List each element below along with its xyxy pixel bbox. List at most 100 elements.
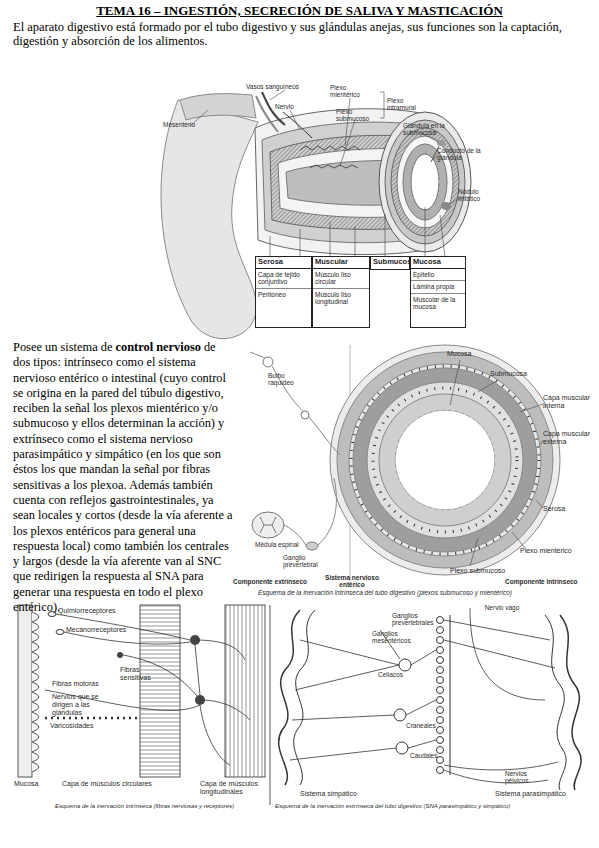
extrinsic-innervation-illustration: [279, 608, 581, 790]
body-paragraph: Posee un sistema decontrol nerviosode do…: [13, 340, 235, 615]
villi: [408, 150, 442, 214]
figure-label: Nervios que se dirigen a las glándulas: [52, 693, 114, 716]
gut-wall: [560, 615, 581, 790]
nucleus: [263, 357, 273, 367]
box-item: Muscular de la mucosa: [411, 294, 465, 313]
intestine-illustration: [161, 90, 471, 339]
neuron: [117, 652, 123, 658]
figure-label: Plexo intramural: [387, 97, 427, 112]
figure-label: Quimiorreceptores: [58, 607, 128, 615]
figure-label: Mesenterio: [163, 121, 213, 128]
box-item: Lámina propia: [411, 281, 465, 293]
figure-label: Conducto de la glándula: [437, 147, 482, 162]
leader-line: [450, 360, 543, 566]
ganglion: [399, 659, 411, 671]
receptor: [56, 630, 64, 635]
figure-label: Celiacos: [378, 671, 418, 678]
parasympathetic-fiber: [444, 608, 558, 783]
figure-label: Ganglio prevertebral: [283, 554, 328, 569]
figure-label: Vasos sanguíneos: [246, 83, 316, 90]
figure-label: Capa de músculos circulares: [62, 780, 172, 788]
figure-label: Glándula en la submucosa: [403, 122, 453, 137]
varicosities: [45, 717, 140, 720]
figure-label: Plexo mientérico: [520, 547, 590, 555]
longitudinal-muscle: [225, 605, 265, 777]
figure-label: Fibras sensitivas: [120, 666, 162, 682]
submucosa-ring: [367, 382, 523, 538]
section-label: Componente intrínseco: [505, 578, 595, 585]
intrinsic-fibres-illustration: [18, 605, 270, 805]
figure-label: Capa muscular interna: [543, 394, 593, 410]
leader-line: [190, 90, 462, 204]
mesentery: [180, 94, 256, 120]
blood-vessel: [256, 96, 278, 132]
gut-wall: [279, 610, 300, 785]
mucosa-band: [18, 605, 32, 777]
page-title: TEMA 16 – INGESTIÓN, SECRECIÓN DE SALIVA…: [0, 3, 599, 19]
box-item: Capa de tejido conjuntivo: [256, 269, 311, 289]
figure-caption: Esquema de la inervación intrínseca (fib…: [55, 803, 270, 810]
plexus-dots: [373, 388, 517, 532]
figure-label: Nervio: [275, 103, 315, 110]
gland: [437, 140, 445, 146]
figure-label: Mucosa: [447, 350, 487, 358]
figure-label: Capa de músculos longitudinales: [200, 780, 268, 796]
section-label: Componente extrínseco: [233, 578, 323, 585]
box-item: Músculo liso circular: [313, 269, 369, 289]
ganglion-chain: [437, 617, 444, 774]
lymph-node: [441, 202, 451, 210]
box-item: Peritoneo: [256, 289, 311, 300]
figure-label: Serosa: [543, 505, 583, 513]
plexus-dots: [351, 366, 539, 554]
figure-caption: Esquema de la inervación extrínseca del …: [275, 803, 595, 810]
box-heading: Mucosa: [411, 257, 465, 269]
nerve-fiber: [318, 478, 336, 545]
body-text: El aparato digestivo está formado por el…: [13, 20, 599, 48]
layer-box: MucosaEpitelioLámina propiaMuscular de l…: [410, 256, 466, 328]
nucleus: [301, 411, 309, 419]
villi: [32, 612, 39, 772]
mucosa-ring: [379, 394, 511, 526]
figure-label: Bulbo raquídeo: [268, 372, 308, 387]
serosa-ring: [330, 345, 560, 575]
divider: [270, 605, 271, 805]
figure-label: Submucosa: [490, 370, 540, 378]
outer-muscle-ring: [337, 352, 553, 568]
figure-label: Ganglios prevertebrales: [392, 612, 437, 627]
inner-muscle-ring: [353, 368, 537, 552]
box-heading: Muscular: [313, 257, 369, 269]
lumen: [411, 154, 439, 210]
myenteric-plexus: [300, 146, 360, 150]
box-heading: Submucosa: [371, 257, 409, 268]
figure-label: Craneales: [406, 722, 446, 729]
figure-label: Capa muscular externa: [543, 430, 593, 446]
layer-box: SerosaCapa de tejido conjuntivoPeritoneo: [255, 256, 312, 328]
figure-label: Mucosa: [14, 780, 54, 788]
ganglion: [394, 709, 406, 721]
figure-label: Médula espinal: [255, 541, 305, 548]
figure-label: Sistema parasimpático: [495, 790, 585, 798]
spinal-column: [450, 615, 451, 775]
figure-label: Mecanorreceptores: [66, 626, 136, 634]
figure-label: Nervio vago: [482, 604, 522, 611]
body-text: Posee un sistema de: [13, 340, 112, 354]
villi: [390, 405, 500, 515]
figure-label: Nervios pélvicos: [505, 770, 545, 785]
figure-label: Plexo submucoso: [450, 567, 520, 575]
sympathetic-fiber: [290, 630, 436, 760]
box-heading: Serosa: [256, 257, 311, 269]
layer-box: MuscularMúsculo liso circularMúsculo lis…: [312, 256, 370, 328]
nerve-fiber: [45, 614, 250, 765]
section-label: Sistema nervioso entérico: [322, 574, 382, 589]
cross-section-illustration: [250, 345, 560, 586]
leader-line: [270, 207, 445, 257]
box-item: Músculo liso longitudinal: [313, 289, 369, 308]
gut-wall: [545, 615, 566, 790]
ganglion: [396, 742, 408, 754]
plexus-ring: [349, 364, 541, 556]
emphasis-text: control nervioso: [115, 340, 200, 354]
figure-label: Fibras motoras: [52, 680, 112, 688]
submucosal-plexus: [310, 165, 358, 168]
